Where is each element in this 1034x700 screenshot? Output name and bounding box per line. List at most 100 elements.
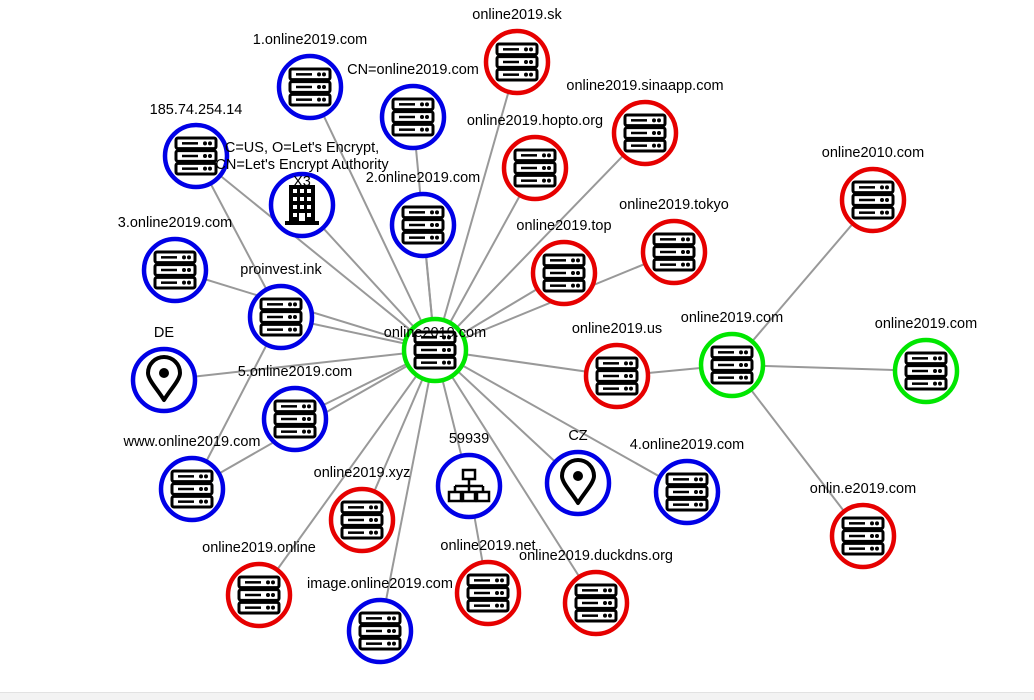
node-label: 5.online2019.com	[238, 364, 352, 380]
location-pin-icon	[560, 458, 596, 505]
node-n14[interactable]: DE	[130, 325, 198, 414]
node-n15[interactable]: online2019.us	[572, 321, 662, 410]
node-n16[interactable]: online2019.com	[681, 310, 783, 399]
node-label: online2019.tokyo	[619, 197, 729, 213]
edge-center-n4	[434, 132, 646, 351]
node-n22[interactable]: 4.online2019.com	[630, 437, 744, 526]
node-label: image.online2019.com	[307, 576, 453, 592]
node-n4[interactable]: online2019.sinaapp.com	[566, 78, 724, 167]
node-label: 185.74.254.14	[150, 102, 243, 118]
server-icon	[710, 345, 754, 385]
node-n11[interactable]: online2019.tokyo	[619, 197, 729, 286]
server-icon	[495, 42, 539, 82]
node-n24[interactable]: onlin.e2019.com	[810, 481, 916, 570]
edge-center-n28	[379, 349, 436, 632]
server-icon	[904, 351, 948, 391]
node-label: online2019.sk	[472, 7, 562, 23]
node-n20[interactable]: 59939	[435, 431, 503, 520]
server-icon	[237, 575, 281, 615]
node-label: online2019.com	[875, 316, 977, 332]
server-icon	[340, 500, 384, 540]
node-n18[interactable]: 5.online2019.com	[238, 364, 352, 453]
edge-n16-n24	[731, 364, 864, 537]
node-label: online2019.sinaapp.com	[566, 78, 723, 94]
node-n3[interactable]: online2019.sk	[472, 7, 562, 96]
node-label: CZ	[568, 428, 587, 444]
node-label: online2010.com	[822, 145, 924, 161]
node-n23[interactable]: online2019.xyz	[314, 465, 411, 554]
edge-center-n1	[309, 86, 436, 351]
server-icon	[170, 469, 214, 509]
node-n12[interactable]: online2019.top	[516, 218, 612, 307]
node-label: 4.online2019.com	[630, 437, 744, 453]
node-label: online2019.com	[384, 325, 486, 341]
server-icon	[652, 232, 696, 272]
server-icon	[401, 205, 445, 245]
node-n17[interactable]: online2019.com	[875, 316, 977, 405]
node-label: online2019.net	[440, 538, 535, 554]
server-icon	[665, 472, 709, 512]
server-icon	[574, 583, 618, 623]
node-label: online2019.com	[681, 310, 783, 326]
bottom-bar	[0, 692, 1034, 700]
building-icon	[285, 185, 319, 225]
node-label: C=US, O=Let's Encrypt,CN=Let's Encrypt A…	[215, 140, 389, 190]
node-n26[interactable]: online2019.net	[440, 538, 536, 627]
node-label: online2019.online	[202, 540, 316, 556]
location-pin-icon	[146, 355, 182, 402]
node-n28[interactable]: image.online2019.com	[307, 576, 453, 665]
node-n21[interactable]: CZ	[544, 428, 612, 517]
server-icon	[841, 516, 885, 556]
node-label: online2019.us	[572, 321, 662, 337]
edge-center-n5	[195, 155, 436, 351]
server-icon	[273, 399, 317, 439]
server-icon	[153, 250, 197, 290]
server-icon	[288, 67, 332, 107]
network-icon	[447, 468, 491, 503]
node-n10[interactable]: 3.online2019.com	[118, 215, 232, 304]
node-n2[interactable]: CN=online2019.com	[347, 62, 479, 151]
edge-center-n27	[434, 349, 597, 604]
node-label: online2019.duckdns.org	[519, 548, 673, 564]
node-n7[interactable]: online2019.hopto.org	[467, 113, 603, 202]
server-icon	[358, 611, 402, 651]
node-label: 59939	[449, 431, 489, 447]
server-icon	[466, 573, 510, 613]
node-label: onlin.e2019.com	[810, 481, 916, 497]
edge-center-n25	[258, 349, 436, 596]
node-n5[interactable]: 185.74.254.14	[150, 102, 243, 190]
node-label: 3.online2019.com	[118, 215, 232, 231]
edge-center-n3	[434, 61, 518, 351]
edge-center-n22	[434, 349, 688, 493]
server-icon	[851, 180, 895, 220]
node-label: online2019.xyz	[314, 465, 411, 481]
node-n1[interactable]: 1.online2019.com	[253, 32, 367, 121]
edge-n16-n9	[731, 199, 874, 366]
server-icon	[413, 330, 457, 370]
node-n9[interactable]: online2010.com	[822, 145, 924, 234]
node-label: www.online2019.com	[122, 434, 260, 450]
node-n19[interactable]: www.online2019.com	[122, 434, 261, 523]
nodes-layer: online2019.com 1.online2019.comCN=online2…	[118, 7, 977, 665]
node-label: DE	[154, 325, 174, 341]
edge-center-n14	[163, 349, 436, 381]
node-n6[interactable]: C=US, O=Let's Encrypt,CN=Let's Encrypt A…	[215, 140, 389, 239]
server-icon	[542, 253, 586, 293]
server-icon	[391, 97, 435, 137]
node-n8[interactable]: 2.online2019.com	[366, 170, 480, 259]
server-icon	[174, 136, 218, 176]
node-n27[interactable]: online2019.duckdns.org	[519, 548, 673, 637]
edge-center-n7	[434, 167, 536, 351]
server-icon	[623, 113, 667, 153]
server-icon	[259, 297, 303, 337]
server-icon	[513, 148, 557, 188]
node-label: CN=online2019.com	[347, 62, 479, 78]
node-n25[interactable]: online2019.online	[202, 540, 316, 629]
node-center[interactable]: online2019.com	[384, 316, 486, 384]
node-label: proinvest.ink	[240, 262, 322, 278]
node-label: 1.online2019.com	[253, 32, 367, 48]
node-label: online2019.top	[516, 218, 611, 234]
server-icon	[595, 356, 639, 396]
node-n13[interactable]: proinvest.ink	[240, 262, 322, 351]
